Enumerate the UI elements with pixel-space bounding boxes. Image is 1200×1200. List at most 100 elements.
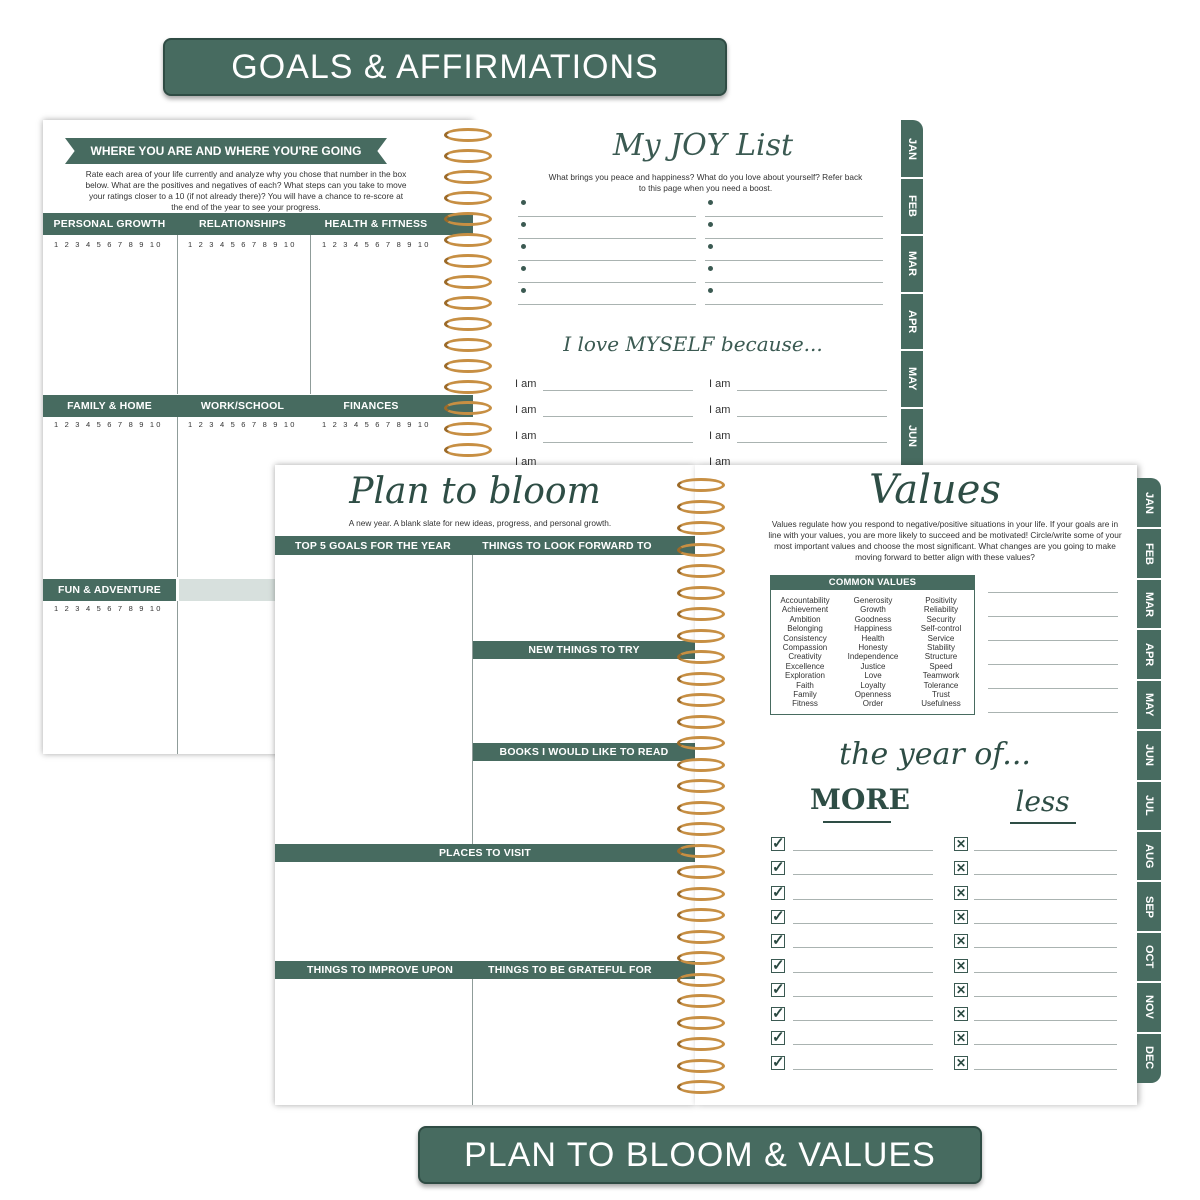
tab-separator [901,406,923,409]
less-x-icon: ✕ [954,934,968,949]
values-column-3: Positivity Reliability Security Self-con… [920,596,962,709]
column-divider [310,235,311,394]
joy-line [705,260,883,261]
more-line [793,1068,933,1070]
joy-line [518,216,696,217]
spiral-coil [677,650,725,664]
spiral-coil [677,908,725,922]
month-tab-jan: JAN [906,137,918,160]
rating-scale: 1 2 3 4 5 6 7 8 9 10 [54,240,163,249]
places-to-visit-label: PLACES TO VISIT [275,844,695,862]
month-tab-jun: JUN [1143,744,1155,767]
less-x-icon: ✕ [954,885,968,900]
spiral-coil [677,757,725,772]
month-tab-jan: JAN [1143,492,1155,515]
joy-line [705,304,883,305]
more-heading: MORE [810,783,910,816]
look-forward-label: THINGS TO LOOK FORWARD TO [482,539,652,552]
more-check-icon: ✓ [771,1053,785,1071]
column-divider [177,601,178,754]
more-check-icon: ✓ [771,980,785,998]
less-line [974,995,1117,997]
values-line [988,664,1118,665]
less-x-icon: ✕ [954,1055,968,1070]
bloom-divider [472,979,473,1105]
category-fun-adventure: FUN & ADVENTURE [43,579,176,601]
month-tab-aug: AUG [1143,843,1155,869]
more-check-icon: ✓ [771,1005,785,1023]
column-divider [177,235,178,394]
less-x-icon: ✕ [954,958,968,973]
spiral-coil [444,212,492,226]
new-things-label: NEW THINGS TO TRY [473,641,695,659]
column-divider [177,417,178,577]
goals-page: WHERE YOU ARE AND WHERE YOU'RE GOING Rat… [43,120,473,754]
spiral-coil [677,994,725,1008]
spiral-coil [677,886,725,901]
rating-scale: 1 2 3 4 5 6 7 8 9 10 [54,420,163,429]
spiral-coil [677,1058,725,1073]
joy-bullet [521,288,526,293]
rating-scale: 1 2 3 4 5 6 7 8 9 10 [188,420,297,429]
joy-bullet [521,266,526,271]
joy-line [518,304,696,305]
more-line [793,898,933,900]
more-check-icon: ✓ [771,883,785,901]
category-bar-empty [179,579,299,601]
rating-scale: 1 2 3 4 5 6 7 8 9 10 [322,240,431,249]
tab-separator [1137,779,1161,782]
tab-separator [1137,930,1161,933]
goals-title: WHERE YOU ARE AND WHERE YOU'RE GOING [90,144,362,158]
less-heading: less [1015,785,1070,818]
more-check-icon: ✓ [771,956,785,974]
joy-line [705,238,883,239]
month-tab-apr: APR [1143,642,1155,667]
iam-label: I am [709,404,731,416]
more-line [793,947,933,949]
values-line [988,592,1118,593]
tab-separator [901,291,923,294]
spiral-coil [444,191,492,205]
spiral-coil [677,499,725,514]
less-x-icon: ✕ [954,1007,968,1022]
bloom-title: Plan to bloom [349,471,601,512]
values-column-1: Accountability Achievement Ambition Belo… [780,596,830,709]
tab-separator [901,349,923,351]
iam-line [543,390,693,391]
common-values-title: COMMON VALUES [770,575,975,590]
tab-separator [1137,527,1161,530]
values-line [988,712,1118,713]
iam-line [737,416,887,417]
values-page: Values Values regulate how you respond t… [695,465,1137,1105]
iam-line [543,416,693,417]
tab-separator [1137,577,1161,580]
spiral-coil [677,542,725,557]
tab-separator [1137,628,1161,631]
joy-bullet [521,244,526,249]
spiral-coil [444,296,492,310]
spiral-coil [677,736,725,750]
spiral-coil [677,779,725,793]
spiral-coil [677,843,725,858]
spiral-coil [677,822,725,836]
more-line [793,971,933,973]
iam-line [543,442,693,443]
month-tab-may: MAY [1143,693,1155,717]
month-tab-may: MAY [906,367,918,391]
less-line [974,898,1117,900]
bloom-divider [472,555,473,845]
joy-line [705,216,883,217]
spiral-coil [677,929,725,944]
more-check-icon: ✓ [771,907,785,925]
more-line [793,1044,933,1046]
iam-line [737,442,887,443]
month-tab-sep: SEP [1143,895,1155,918]
category-personal-growth: PERSONAL GROWTH [53,218,166,230]
joy-title: My JOY List [612,128,794,163]
love-myself-title: I love MYSELF because... [563,332,823,356]
month-tab-nov: NOV [1143,995,1155,1020]
joy-bullet [521,200,526,205]
spiral-coil [444,338,492,352]
spiral-coil [444,128,492,142]
